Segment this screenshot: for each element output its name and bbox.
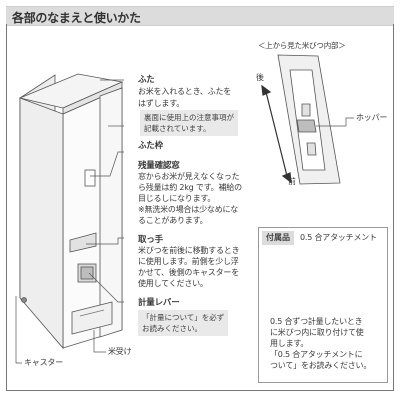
handle-desc-3: かせて、後側のキャスターを [138,268,239,277]
section-frame [6,24,394,391]
lever-note-line-2: お読みください。 [142,324,202,333]
section-title-bar: 各部のなまえと使いかた [6,6,394,26]
accessory-desc-4: 「0.5 合アタッチメントに [270,350,363,359]
lever-note: 「計量について」を必ず お読みください。 [138,310,229,336]
accessory-name: 0.5 合アタッチメント [300,233,377,242]
level-desc-5: ることがあります。 [138,216,208,225]
level-window-label: 残量確認窓 [138,161,180,171]
lever-label: 計量レバー [138,298,180,308]
level-desc-2: ら残量は約 2kg です。補給の [138,183,242,192]
lid-note-line-1: 裏面に使用上の注意事項が [144,113,234,122]
rice-dispenser-illustration [18,73,124,350]
handle-desc-2: に使用します。前側を少し浮 [138,257,239,266]
lid-desc-1: お米を入れるとき、ふたを [138,87,232,96]
lid-frame-label: ふた枠 [138,141,163,151]
accessory-desc-5: ついて」をお読みください。 [270,361,372,370]
front-back-arrow [261,84,292,184]
level-desc-4: ※無洗米の場合は少なめにな [138,205,239,214]
hopper-label: ホッパー [356,113,388,122]
hopper-leader-line [316,117,354,127]
top-view-illustration [277,54,341,185]
lid-label: ふた [138,75,155,85]
rice-tray-label: 米受け [108,347,132,356]
lid-note: 裏面に使用上の注意事項が 記載されています。 [140,110,238,136]
accessory-desc-3: 用します。 [270,339,309,348]
leader-lines [15,79,124,364]
lid-note-line-2: 記載されています。 [144,124,211,133]
handle-desc-1: 米びつを前後に移動するとき [138,246,240,255]
front-label: 前 [288,177,296,186]
accessory-desc-1: 0.5 合ずつ計量したいとき [270,317,363,326]
caster-label: キャスター [24,358,63,367]
lever-note-line-1: 「計量について」を必ず [142,313,225,322]
back-label: 後 [256,73,264,82]
level-desc-3: 目じるしになります。 [138,194,216,203]
accessory-tag: 付属品 [262,231,294,245]
lid-desc-2: はずします。 [138,99,184,108]
section-title: 各部のなまえと使いかた [12,11,141,25]
top-view-caption: ＜上から見た米びつ内部＞ [258,41,346,50]
accessory-box [258,227,388,383]
level-desc-1: 窓からお米が見えなくなった [138,172,240,181]
accessory-desc-2: に米びつ内に取り付けて使 [270,328,364,337]
handle-desc-4: 使用してください。 [138,279,208,288]
handle-label: 取っ手 [138,235,163,245]
